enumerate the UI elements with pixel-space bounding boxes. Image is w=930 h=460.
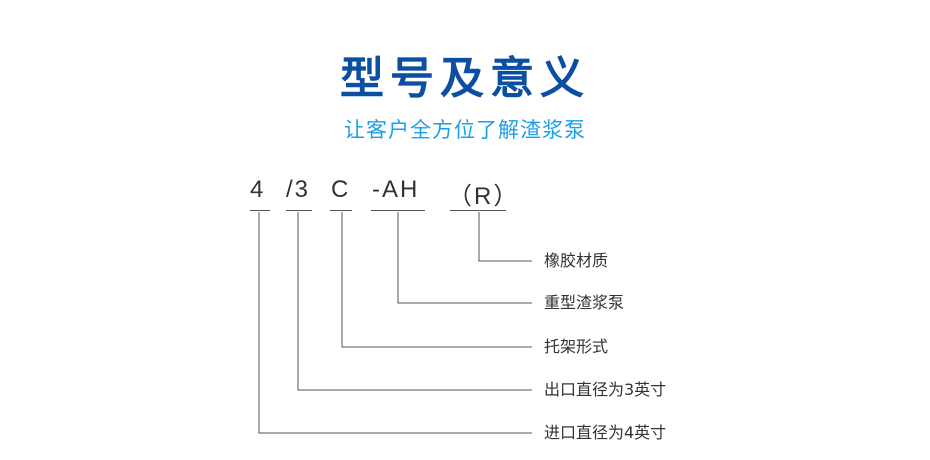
meaning-frame: 托架形式 — [544, 337, 609, 356]
meaning-inlet: 进口直径为4英寸 — [544, 423, 667, 442]
leader-line-inlet — [258, 212, 532, 434]
code-part-frame: C — [331, 176, 351, 203]
leader-line-outlet — [297, 212, 532, 391]
leader-line-frame — [341, 212, 532, 348]
underline-frame — [330, 210, 352, 211]
underline-type — [371, 210, 425, 211]
underline-inlet — [250, 210, 270, 211]
meaning-outlet: 出口直径为3英寸 — [544, 380, 667, 399]
code-part-outlet: /3 — [286, 176, 311, 203]
leader-line-type — [397, 212, 532, 304]
code-part-type: -AH — [372, 176, 420, 203]
page-title: 型号及意义 — [340, 53, 590, 104]
underline-material — [450, 210, 506, 211]
meaning-type: 重型渣浆泵 — [544, 293, 625, 312]
code-part-material: （R） — [448, 183, 520, 210]
code-part-inlet: 4 — [250, 176, 266, 203]
page-subtitle: 让客户全方位了解渣浆泵 — [344, 118, 586, 142]
leader-line-material — [478, 212, 532, 262]
meaning-material: 橡胶材质 — [544, 251, 609, 270]
underline-outlet — [286, 210, 312, 211]
